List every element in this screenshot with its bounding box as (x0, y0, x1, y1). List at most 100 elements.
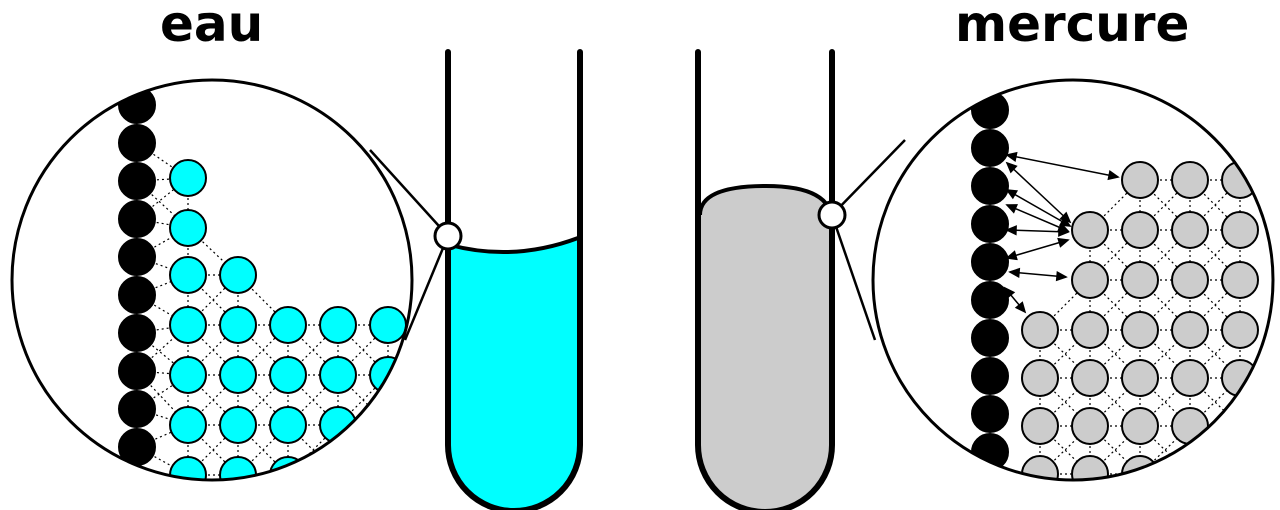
zoom-line-top (831, 139, 906, 216)
bond (136, 177, 189, 182)
water-atom (269, 406, 307, 444)
interaction-arrow (1006, 204, 1069, 232)
interaction-arrow (1006, 162, 1071, 223)
water-meniscus (449, 236, 579, 255)
wall-atom (118, 314, 156, 352)
water-atom (169, 456, 207, 480)
mercury-atom (1121, 261, 1159, 299)
mercury-wall-atoms (971, 91, 1009, 471)
mercury-atom (1071, 359, 1109, 397)
mercury-atom (1221, 407, 1259, 445)
water-atom (319, 356, 357, 394)
wall-atom (971, 433, 1009, 471)
arrow-head (1005, 225, 1017, 236)
bond (136, 324, 189, 334)
mercury-atom (1171, 359, 1209, 397)
wall-atom (118, 352, 156, 390)
water-atom (269, 356, 307, 394)
wall-atom (118, 390, 156, 428)
water-atom (169, 356, 207, 394)
water-atom (319, 306, 357, 344)
mercury-atom (1071, 261, 1109, 299)
zoom-line-bottom (403, 235, 450, 341)
bond (136, 370, 189, 376)
mercury-label: mercure (955, 0, 1190, 53)
mercury-magnifier-outline (871, 78, 1275, 482)
water-label: eau (160, 0, 264, 53)
mercury-atom (1171, 311, 1209, 349)
zoom-line-top (369, 149, 449, 237)
bond (337, 424, 389, 476)
water-panel (10, 49, 583, 510)
water-zoom-point (433, 221, 463, 251)
arrow-head (1005, 204, 1018, 214)
water-atom (169, 406, 207, 444)
arrow-head (1055, 270, 1068, 282)
mercury-atom (1121, 211, 1159, 249)
mercury-interaction-arrows (1003, 151, 1120, 314)
water-atom (219, 356, 257, 394)
water-atom (319, 456, 357, 480)
water-liquid (450, 238, 578, 509)
water-atom (169, 306, 207, 344)
water-atom (169, 159, 207, 197)
arrow-head (1107, 170, 1120, 181)
water-atom (369, 456, 407, 480)
wall-atom (971, 319, 1009, 357)
mercury-atom (1121, 407, 1159, 445)
wall-atom (971, 243, 1009, 281)
mercury-atom (1121, 311, 1159, 349)
mercury-atom (1071, 211, 1109, 249)
water-atom (169, 256, 207, 294)
mercury-atom (1221, 311, 1259, 349)
mercury-atom (1071, 311, 1109, 349)
wall-atom (971, 205, 1009, 243)
water-atom (269, 306, 307, 344)
mercury-atom (1071, 407, 1109, 445)
arrow-head (1005, 250, 1018, 261)
water-atom (169, 209, 207, 247)
wall-atom (971, 129, 1009, 167)
mercury-atom (1221, 455, 1259, 480)
wall-atom (118, 162, 156, 200)
mercury-atom (1121, 161, 1159, 199)
bond (136, 408, 189, 426)
mercury-atom (1171, 407, 1209, 445)
mercury-atom (1171, 161, 1209, 199)
water-atom (219, 256, 257, 294)
bond (337, 424, 389, 476)
water-wall-atoms (118, 86, 156, 466)
mercury-atom (1021, 407, 1059, 445)
bond (136, 218, 189, 229)
water-atom (219, 406, 257, 444)
mercury-panel (695, 49, 1275, 510)
wall-atom (118, 200, 156, 238)
zoom-line-bottom (830, 214, 877, 341)
arrow-head (1008, 267, 1021, 279)
arrow-head (1058, 226, 1070, 237)
wall-atom (971, 167, 1009, 205)
arrow-head (1014, 301, 1027, 314)
mercury-atom (1171, 455, 1209, 480)
wall-atom (118, 276, 156, 314)
mercury-tube (695, 49, 835, 510)
mercury-zoom-point (817, 200, 847, 230)
mercury-atom (1021, 311, 1059, 349)
interaction-arrow (1006, 189, 1071, 227)
water-tube (445, 49, 583, 510)
water-atom (369, 306, 407, 344)
wall-atom (118, 124, 156, 162)
water-atom (369, 406, 407, 444)
arrow-head (1058, 216, 1072, 227)
water-magnifier (12, 80, 412, 480)
wall-atom (971, 395, 1009, 433)
mercury-atom (1171, 211, 1209, 249)
mercury-atom (1121, 359, 1159, 397)
water-magnifier-outline (10, 78, 414, 482)
mercury-atom (1071, 455, 1109, 480)
interaction-arrow (1006, 154, 1119, 178)
mercury-atom (1221, 261, 1259, 299)
interaction-arrow (1006, 229, 1069, 233)
mercury-atom (1171, 261, 1209, 299)
